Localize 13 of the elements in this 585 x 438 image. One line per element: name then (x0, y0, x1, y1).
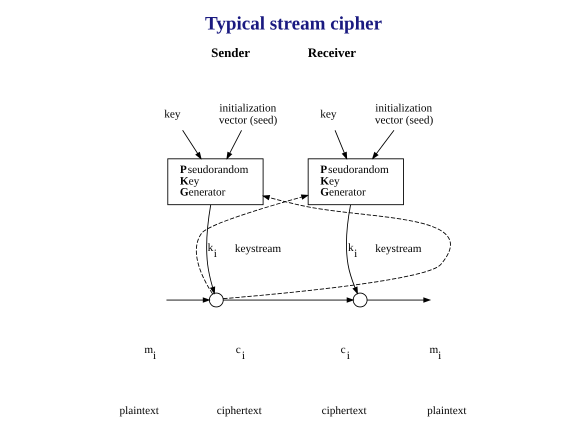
label: keystream (234, 242, 281, 255)
node-text: key (320, 108, 336, 121)
node-text: initialization vector (seed) (218, 102, 277, 127)
label: Receiver (307, 44, 356, 60)
label: Sender (210, 44, 250, 60)
node-text: initialization vector (seed) (374, 102, 433, 127)
label: keystream (374, 242, 422, 255)
label: plaintext (426, 404, 466, 417)
label: ciphertext (321, 404, 366, 417)
node-text: key (164, 108, 180, 121)
label: ciphertext (216, 404, 262, 417)
label: plaintext (119, 404, 158, 417)
diagram-title: Typical stream cipher (204, 13, 382, 34)
